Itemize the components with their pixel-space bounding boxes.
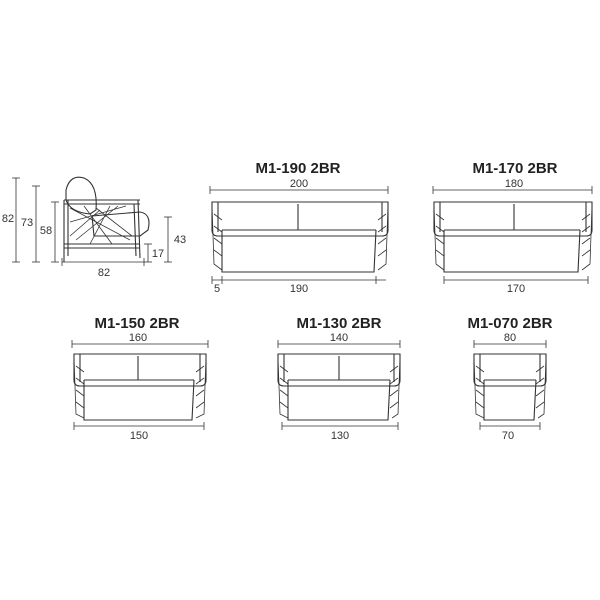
sofa-m1-070: M1-070 2BR 80 70	[467, 315, 552, 442]
dim-depth: 82	[98, 267, 110, 279]
inner-width: 70	[502, 430, 514, 442]
sofa-title: M1-070 2BR	[467, 315, 552, 332]
overall-width: 80	[504, 332, 516, 344]
overall-width: 180	[505, 178, 523, 190]
sofa-m1-150: M1-150 2BR 160 150	[71, 315, 209, 442]
inner-width: 170	[507, 283, 525, 295]
sofa-title: M1-150 2BR	[94, 315, 179, 332]
dim-height-arm: 58	[40, 225, 52, 237]
dim-height-arm-front: 43	[174, 234, 186, 246]
dim-height-back: 73	[21, 217, 33, 229]
inner-width: 150	[130, 430, 148, 442]
sofa-m1-190: M1-190 2BR 200 5 190	[209, 160, 389, 295]
sofa-title: M1-170 2BR	[472, 160, 557, 177]
overall-width: 160	[129, 332, 147, 344]
dim-height-seat-gap: 17	[152, 248, 164, 260]
side-chair-outline	[63, 176, 150, 262]
dim-height-overall: 82	[2, 213, 14, 225]
inner-width: 190	[290, 283, 308, 295]
inner-width: 130	[331, 430, 349, 442]
overall-width: 200	[290, 178, 308, 190]
sofa-m1-170: M1-170 2BR 180 170	[432, 160, 593, 295]
overall-width: 140	[330, 332, 348, 344]
sofa-title: M1-130 2BR	[296, 315, 381, 332]
sofa-title: M1-190 2BR	[255, 160, 340, 177]
sofa-m1-130: M1-130 2BR 140 130	[277, 315, 401, 442]
side-offset: 5	[214, 283, 220, 295]
side-view: 82 73 58 43 17 82	[2, 176, 186, 279]
side-dimension-lines	[12, 177, 172, 266]
